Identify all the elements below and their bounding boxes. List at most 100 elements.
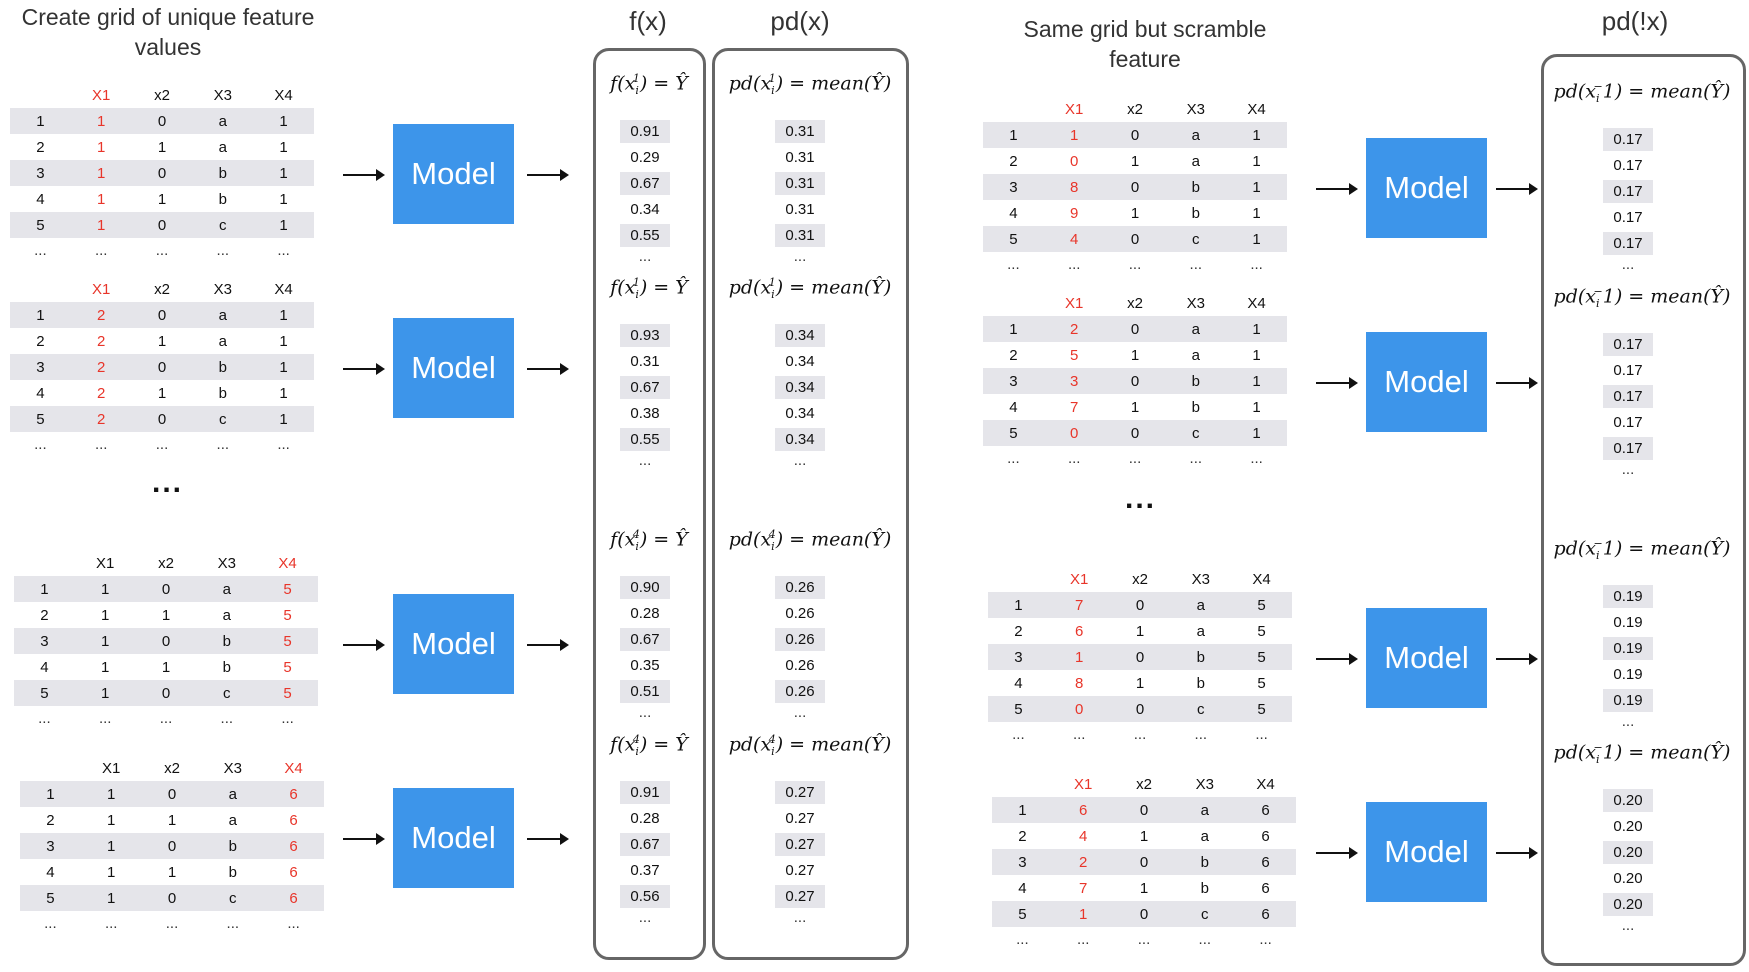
- value-cell: 0.34: [755, 374, 845, 400]
- table-cell: 5: [36, 410, 45, 428]
- column-header: X1: [102, 759, 121, 777]
- table-cell: c: [1192, 424, 1200, 442]
- table-cell: 4: [36, 190, 45, 208]
- column-header: x2: [1127, 100, 1143, 118]
- grid-continuation-row: ...............: [988, 722, 1292, 748]
- table-cell: 9: [1070, 204, 1079, 222]
- ellipsis-cell: ...: [220, 710, 234, 727]
- table-cell: 2: [36, 332, 45, 350]
- column-header: X4: [278, 554, 297, 572]
- ellipsis-cell: ...: [94, 436, 108, 453]
- formula-label: pd(xi4) = mean(Ŷ): [728, 528, 892, 554]
- formula-label: pd(xi−1) = mean(Ŷ): [1553, 80, 1731, 106]
- table-cell: 7: [1070, 398, 1079, 416]
- table-cell: 1: [97, 138, 106, 156]
- table-cell: 6: [289, 863, 298, 881]
- table-cell: 2: [1070, 320, 1079, 338]
- model-box: Model: [1366, 332, 1487, 432]
- ellipsis-cell: ...: [1189, 450, 1203, 467]
- column-header: X3: [1186, 100, 1205, 118]
- table-cell: 1: [101, 580, 110, 598]
- ellipsis-cell: ...: [155, 242, 169, 259]
- table-cell: 6: [1079, 801, 1088, 819]
- ellipsis-cell: ...: [216, 242, 230, 259]
- table-cell: 1: [46, 785, 55, 803]
- value-ellipsis: ...: [793, 704, 807, 721]
- table-cell: 5: [36, 216, 45, 234]
- table-cell: 0: [1130, 320, 1140, 338]
- ellipsis-cell: ...: [1189, 256, 1203, 273]
- column-header: X4: [284, 759, 303, 777]
- table-cell: 5: [40, 684, 49, 702]
- table-cell: 6: [1261, 827, 1270, 845]
- ellipsis-cell: ...: [1067, 256, 1081, 273]
- table-cell: a: [1191, 152, 1200, 170]
- grid-continuation-row: ...............: [14, 706, 318, 732]
- ellipsis-cell: ...: [1016, 931, 1029, 948]
- table-cell: 1: [1135, 674, 1145, 692]
- table-cell: 1: [167, 811, 177, 829]
- ellipsis-cell: ...: [1128, 450, 1142, 467]
- table-cell: a: [222, 580, 231, 598]
- right-section-title: Same grid but scramble feature: [1023, 16, 1267, 72]
- arrow-to-prediction: [1496, 847, 1538, 859]
- table-cell: 1: [279, 384, 288, 402]
- value-cell: 0.19: [1583, 635, 1673, 661]
- arrow-to-model: [343, 639, 385, 651]
- table-cell: 0: [1070, 152, 1079, 170]
- arrow-to-prediction: [527, 833, 569, 845]
- value-ellipsis: ...: [1621, 917, 1635, 934]
- value-cell: 0.27: [755, 831, 845, 857]
- column-header: X4: [1247, 100, 1266, 118]
- table-cell: c: [219, 216, 227, 234]
- grid-ellipsis-right: ...: [1125, 482, 1157, 515]
- table-cell: a: [222, 606, 231, 624]
- value-cell: 0.17: [1583, 435, 1673, 461]
- table-cell: 1: [107, 811, 116, 829]
- table-cell: 1: [1139, 827, 1149, 845]
- table-cell: 1: [157, 384, 167, 402]
- table-cell: 0: [161, 684, 171, 702]
- table-cell: 3: [36, 164, 45, 182]
- value-cell: 0.28: [630, 604, 660, 622]
- value-cell: 0.34: [785, 352, 815, 370]
- ellipsis-cell: ...: [165, 915, 179, 932]
- formula-label: f(xi4) = Ŷ: [610, 733, 688, 759]
- column-header: X1: [92, 86, 111, 104]
- table-cell: a: [1191, 320, 1200, 338]
- table-cell: b: [222, 632, 231, 650]
- table-cell: 5: [1014, 700, 1023, 718]
- table-cell: 0: [1130, 424, 1140, 442]
- column-header: X1: [1074, 775, 1093, 793]
- table-cell: 1: [1252, 152, 1261, 170]
- value-cell: 0.90: [600, 574, 690, 600]
- value-cell: 0.31: [785, 200, 815, 218]
- table-cell: 1: [1252, 230, 1261, 248]
- table-cell: 1: [279, 358, 288, 376]
- value-cell: 0.20: [1613, 869, 1643, 887]
- table-cell: 0: [1075, 700, 1084, 718]
- table-cell: 1: [1009, 126, 1018, 144]
- arrow-to-model: [1316, 653, 1358, 665]
- formula-label: f(xi4) = Ŷ: [610, 528, 688, 554]
- table-cell: 5: [1257, 674, 1266, 692]
- formula-label: f(xi1) = Ŷ: [610, 72, 688, 98]
- value-cell: 0.17: [1613, 208, 1643, 226]
- table-cell: 1: [36, 112, 45, 130]
- ellipsis-cell: ...: [34, 242, 47, 259]
- ellipsis-cell: ...: [155, 436, 169, 453]
- table-cell: 1: [161, 606, 171, 624]
- table-cell: 3: [40, 632, 49, 650]
